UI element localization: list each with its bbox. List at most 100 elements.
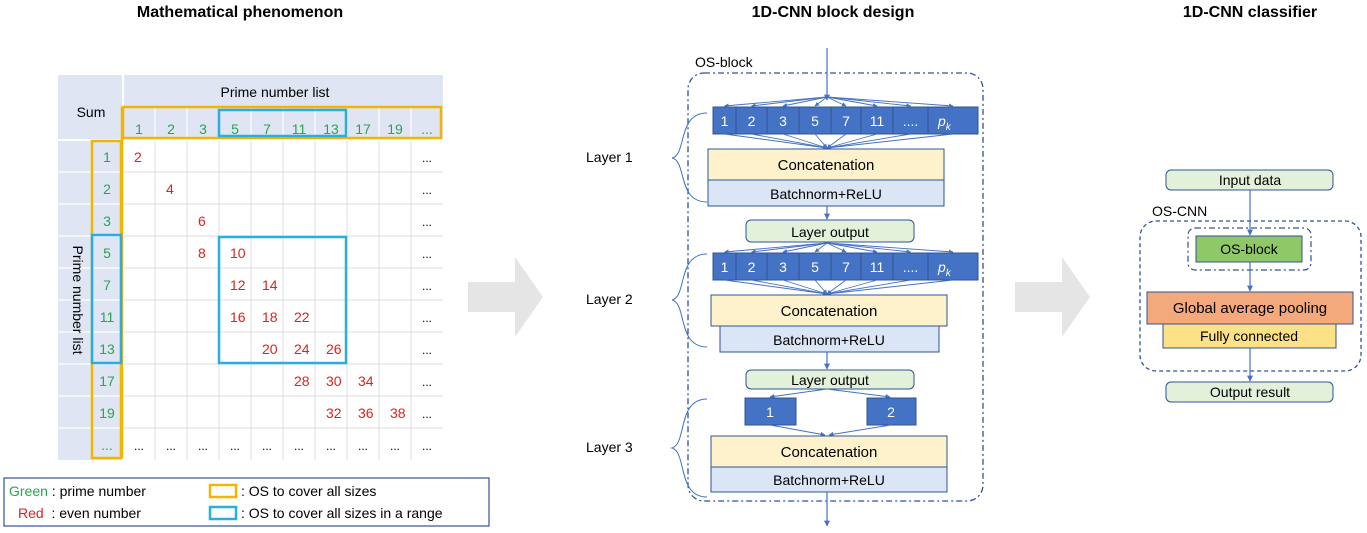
kernel-box-4 [830, 106, 862, 135]
title-middle: 1D-CNN block design [752, 4, 915, 21]
layer-1-bn-box [707, 179, 945, 207]
layer-1-brace [671, 112, 708, 203]
table-cell: ... [390, 439, 400, 453]
table-cell: ... [422, 343, 432, 357]
kernel-label-5: 11 [870, 113, 885, 129]
fan-in-arrow [782, 96, 828, 108]
kernel-box-5 [860, 106, 894, 135]
kernel-label-0: 1 [721, 113, 729, 129]
table-cell: 16 [230, 309, 246, 325]
cyan-os-box-column [217, 108, 348, 138]
fan-out-arrow [826, 279, 954, 296]
table-cell: 22 [294, 309, 310, 325]
fc-label: Fully connected [1200, 328, 1298, 344]
layer-3-split-arrow-left [769, 388, 828, 399]
layer-3-kernel-1-label: 1 [766, 404, 774, 420]
legend-blue-text: : OS to cover all sizes in a range [241, 505, 443, 521]
legend-yellow-swatch [208, 483, 238, 499]
output-result-label: Output result [1210, 384, 1290, 400]
fan-in-arrow [826, 242, 911, 254]
table-cell: 26 [326, 341, 342, 357]
layer-3-kernel-1 [744, 397, 797, 426]
legend-red: Red : even number [18, 505, 141, 521]
row-prime-7: 17 [99, 373, 115, 389]
kernel-label-1: 2 [748, 259, 756, 275]
kernel-box-7 [927, 106, 979, 135]
layer-output-label-2: Layer output [791, 372, 869, 388]
kernel-label-2: 3 [779, 259, 787, 275]
cyan-os-box-row [90, 233, 123, 365]
layer-3-bn-label: Batchnorm+ReLU [773, 472, 885, 488]
kernel-label-7: pk [937, 259, 952, 279]
table-cell: ... [422, 151, 432, 165]
layer-3-concatenation-label: Concatenation [781, 444, 878, 461]
table-cell: ... [326, 439, 336, 453]
column-prime-1: 2 [167, 121, 175, 137]
column-prime-4: 7 [263, 121, 271, 137]
fan-out-arrow [751, 279, 828, 296]
kernel-label-0: 1 [721, 259, 729, 275]
layer-2-brace [671, 253, 708, 348]
layer-2-concatenation-label: Concatenation [781, 303, 878, 320]
kernel-label-pk: p [937, 259, 946, 275]
column-prime-0: 1 [135, 121, 143, 137]
table-cell: ... [358, 439, 368, 453]
fan-in-arrow [724, 242, 828, 254]
row-prime-4: 7 [103, 277, 111, 293]
fan-out-arrow [826, 133, 911, 150]
kernel-box-7 [927, 252, 979, 281]
legend-yellow-text: : OS to cover all sizes [241, 483, 376, 499]
column-prime-2: 3 [199, 121, 207, 137]
os-block-box-label: OS-block [1220, 241, 1279, 257]
layer-3-kernel-2 [866, 397, 917, 426]
table-cell: ... [422, 279, 432, 293]
kernel-box-5 [860, 252, 894, 281]
table-cell: 4 [166, 181, 174, 197]
fan-out-arrow [724, 133, 828, 150]
table-cell: ... [198, 439, 208, 453]
fan-out-arrow [814, 133, 828, 149]
fan-out-arrow [724, 279, 828, 296]
kernel-label-2: 3 [779, 113, 787, 129]
fan-out-arrow [826, 133, 954, 150]
legend-frame [3, 477, 490, 527]
gap-box [1146, 291, 1354, 325]
layer-3-concatenation-box [710, 435, 948, 468]
layer-2-concatenation-box [710, 294, 948, 327]
flow-arrow-right [1015, 257, 1090, 337]
layer-3-kernel-2-label: 2 [887, 404, 895, 420]
kernel-label-subscript: k [946, 122, 952, 133]
table-cell: ... [422, 215, 432, 229]
table-cell: ... [422, 311, 432, 325]
row-header-label: Prime number list [70, 246, 86, 355]
table-cell: 14 [262, 277, 278, 293]
row-prime-3: 5 [103, 245, 111, 261]
table-cell: 28 [294, 373, 310, 389]
row-prime-0: 1 [103, 149, 111, 165]
table-cell: 24 [294, 341, 310, 357]
table-corner-label: Sum [77, 104, 106, 120]
layer-1-fan-arrows [724, 96, 954, 150]
table-cell: ... [422, 439, 432, 453]
table-cell: 36 [358, 405, 374, 421]
layer-2-bn-label: Batchnorm+ReLU [773, 332, 885, 348]
fan-in-arrow [814, 242, 828, 253]
fan-out-arrow [814, 279, 828, 295]
kernel-label-pk: p [937, 113, 946, 129]
row-prime-5: 11 [100, 309, 115, 325]
title-left: Mathematical phenomenon [137, 4, 343, 21]
fan-out-arrow [782, 133, 828, 149]
kernel-label-4: 7 [842, 259, 850, 275]
cyan-range-box [217, 235, 348, 365]
layer-2-bn-box [719, 325, 940, 353]
kernel-box-1 [735, 252, 768, 281]
table-cell: 34 [358, 373, 374, 389]
fan-in-arrow [724, 96, 828, 108]
column-prime-8: 19 [387, 121, 403, 137]
table-cell: ... [166, 439, 176, 453]
prime-sum-table: Sum Prime number list Prime number list … [58, 75, 443, 460]
layer-3-split-arrow-right [826, 388, 891, 399]
